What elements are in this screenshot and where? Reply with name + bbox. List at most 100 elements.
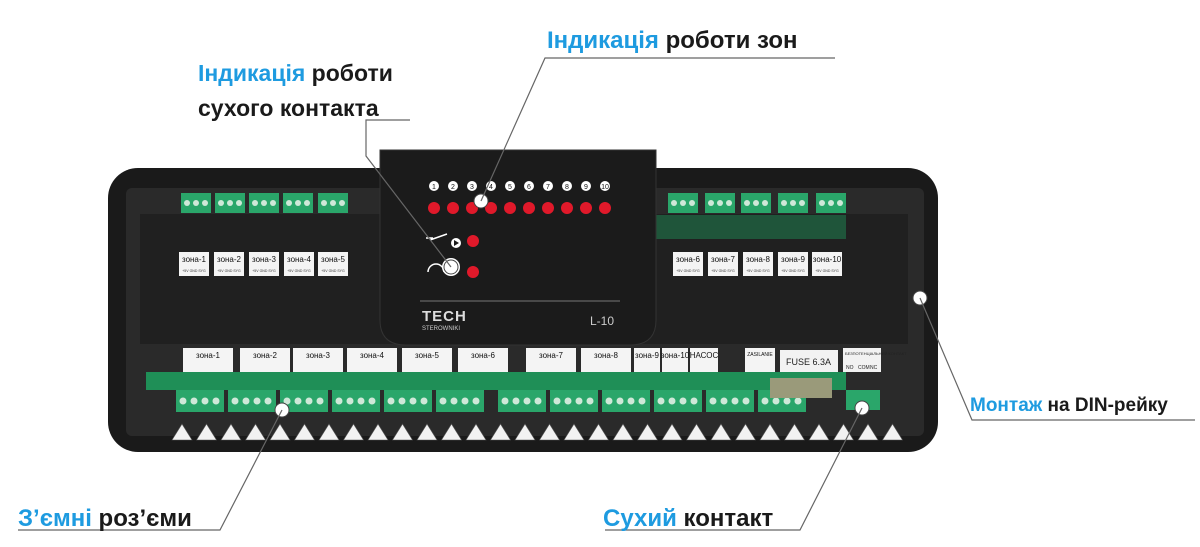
zone-led-5: 5 [504,181,516,214]
zone-led-3: 3 [466,181,478,214]
svg-text:зона-4: зона-4 [287,255,312,264]
removable-connector [498,390,546,412]
lower-zone-label: зона-1 [183,348,233,372]
removable-connector [384,390,432,412]
zone-led-2: 2 [447,181,459,214]
din-clip-tooth [783,423,806,441]
din-clip-tooth [734,423,757,441]
lower-zone-label: зона-7 [526,348,576,372]
lower-zone-label: зона-9 [634,348,660,372]
svg-text:зона-7: зона-7 [539,351,564,360]
din-clip-tooth [171,423,193,441]
contact-pin-label: NO [846,365,854,371]
din-clip-tooth [759,423,781,441]
upper-terminal-block [778,193,808,213]
upper-zone-label: зона-10 +5V GND SYG [812,252,842,276]
din-clip-tooth [293,423,316,441]
removable-connector [436,390,484,412]
svg-text:зона-8: зона-8 [746,255,771,264]
din-clip-tooth [587,423,610,441]
svg-text:зона-2: зона-2 [217,255,242,264]
din-clip-tooth [612,423,634,441]
dry-contact-terminal [846,390,880,410]
upper-terminal-block [215,193,245,213]
svg-text:+5V GND SYG: +5V GND SYG [711,269,735,273]
din-clip-tooth [832,423,855,441]
callout-connectors: З’ємні роз’єми [18,505,192,532]
contact-pin-label: COM [858,365,870,371]
lower-zone-label: зона-3 [293,348,343,372]
din-clip-tooth [244,423,267,441]
din-clip-tooth [514,423,536,441]
din-clip-tooth [342,423,365,441]
din-clip-tooth [318,423,340,441]
svg-text:+5V GND SYG: +5V GND SYG [217,269,241,273]
svg-text:зона-5: зона-5 [321,255,346,264]
upper-terminal-block [816,193,846,213]
dry-contact-label-box [843,348,881,372]
upper-terminal-block [705,193,735,213]
svg-text:зона-3: зона-3 [252,255,277,264]
svg-text:+5V GND SYG: +5V GND SYG [676,269,700,273]
upper-zone-label: зона-2 +5V GND SYG [214,252,244,276]
supply-label: ZASILANIE [745,348,775,372]
din-clip-tooth [489,423,512,441]
contact-pin-label: NC [870,365,878,371]
removable-connector [228,390,276,412]
removable-connector [176,390,224,412]
zone-led-1: 1 [428,181,440,214]
led-number: 1 [432,184,436,191]
brand-logo: TECH [422,308,467,325]
din-clip-tooth [881,423,904,441]
din-clip-tooth [636,423,659,441]
removable-connector [280,390,328,412]
removable-connector [550,390,598,412]
upper-terminals-left [181,193,348,213]
lower-zone-label: зона-6 [458,348,508,372]
zone-led-7: 7 [542,181,554,214]
led-number: 7 [546,184,550,191]
din-clip-tooth [563,423,585,441]
svg-text:+5V GND SYG: +5V GND SYG [252,269,276,273]
central-cover [379,149,657,346]
svg-text:зона-10: зона-10 [813,255,842,264]
svg-text:зона-1: зона-1 [196,351,221,360]
removable-connector [332,390,380,412]
upper-terminal-block [181,193,211,213]
svg-text:зона-8: зона-8 [594,351,619,360]
upper-terminal-block [741,193,771,213]
din-clip-tooth [220,423,242,441]
upper-terminals-right [656,193,846,239]
svg-text:НАСОС: НАСОС [690,351,719,360]
led-number: 5 [508,184,512,191]
svg-text:ZASILANIE: ZASILANIE [747,352,773,358]
svg-text:+5V GND SYG: +5V GND SYG [815,269,839,273]
din-clip-tooth [391,423,414,441]
din-clip-tooth [538,423,561,441]
upper-zone-label: зона-5+5V GND SYG [318,252,348,276]
upper-zone-label: зона-1+5V GND SYG [179,252,209,276]
removable-connector [706,390,754,412]
lower-zone-label: зона-8 [581,348,631,372]
led-number: 10 [601,184,609,191]
svg-text:зона-9: зона-9 [635,351,660,360]
upper-zone-label: зона-6+5V GND SYG [673,252,703,276]
upper-terminal-block [283,193,313,213]
model-label: L-10 [590,314,614,328]
din-clip-tooth [710,423,732,441]
fuse-box [780,350,838,372]
svg-text:зона-6: зона-6 [471,351,496,360]
led-number: 8 [565,184,569,191]
upper-zone-label: зона-3 +5V GND SYG [249,252,279,276]
svg-text:зона-3: зона-3 [306,351,331,360]
svg-text:БЕЗПОТЕНЦІАЛЬНИЙ КОНТАКТ: БЕЗПОТЕНЦІАЛЬНИЙ КОНТАКТ [845,351,907,356]
svg-text:зона-10: зона-10 [661,351,690,360]
led-number: 6 [527,184,531,191]
brand-sub: STEROWNIKI [422,326,460,332]
upper-terminal-block [318,193,348,213]
lower-zone-label: зона-5 [402,348,452,372]
din-clip-tooth [685,423,708,441]
svg-text:+5V GND SYG: +5V GND SYG [287,269,311,273]
din-clip-tooth [195,423,218,441]
callout-dry-contact-indication: Індикація роботи сухого контакта [198,60,393,121]
